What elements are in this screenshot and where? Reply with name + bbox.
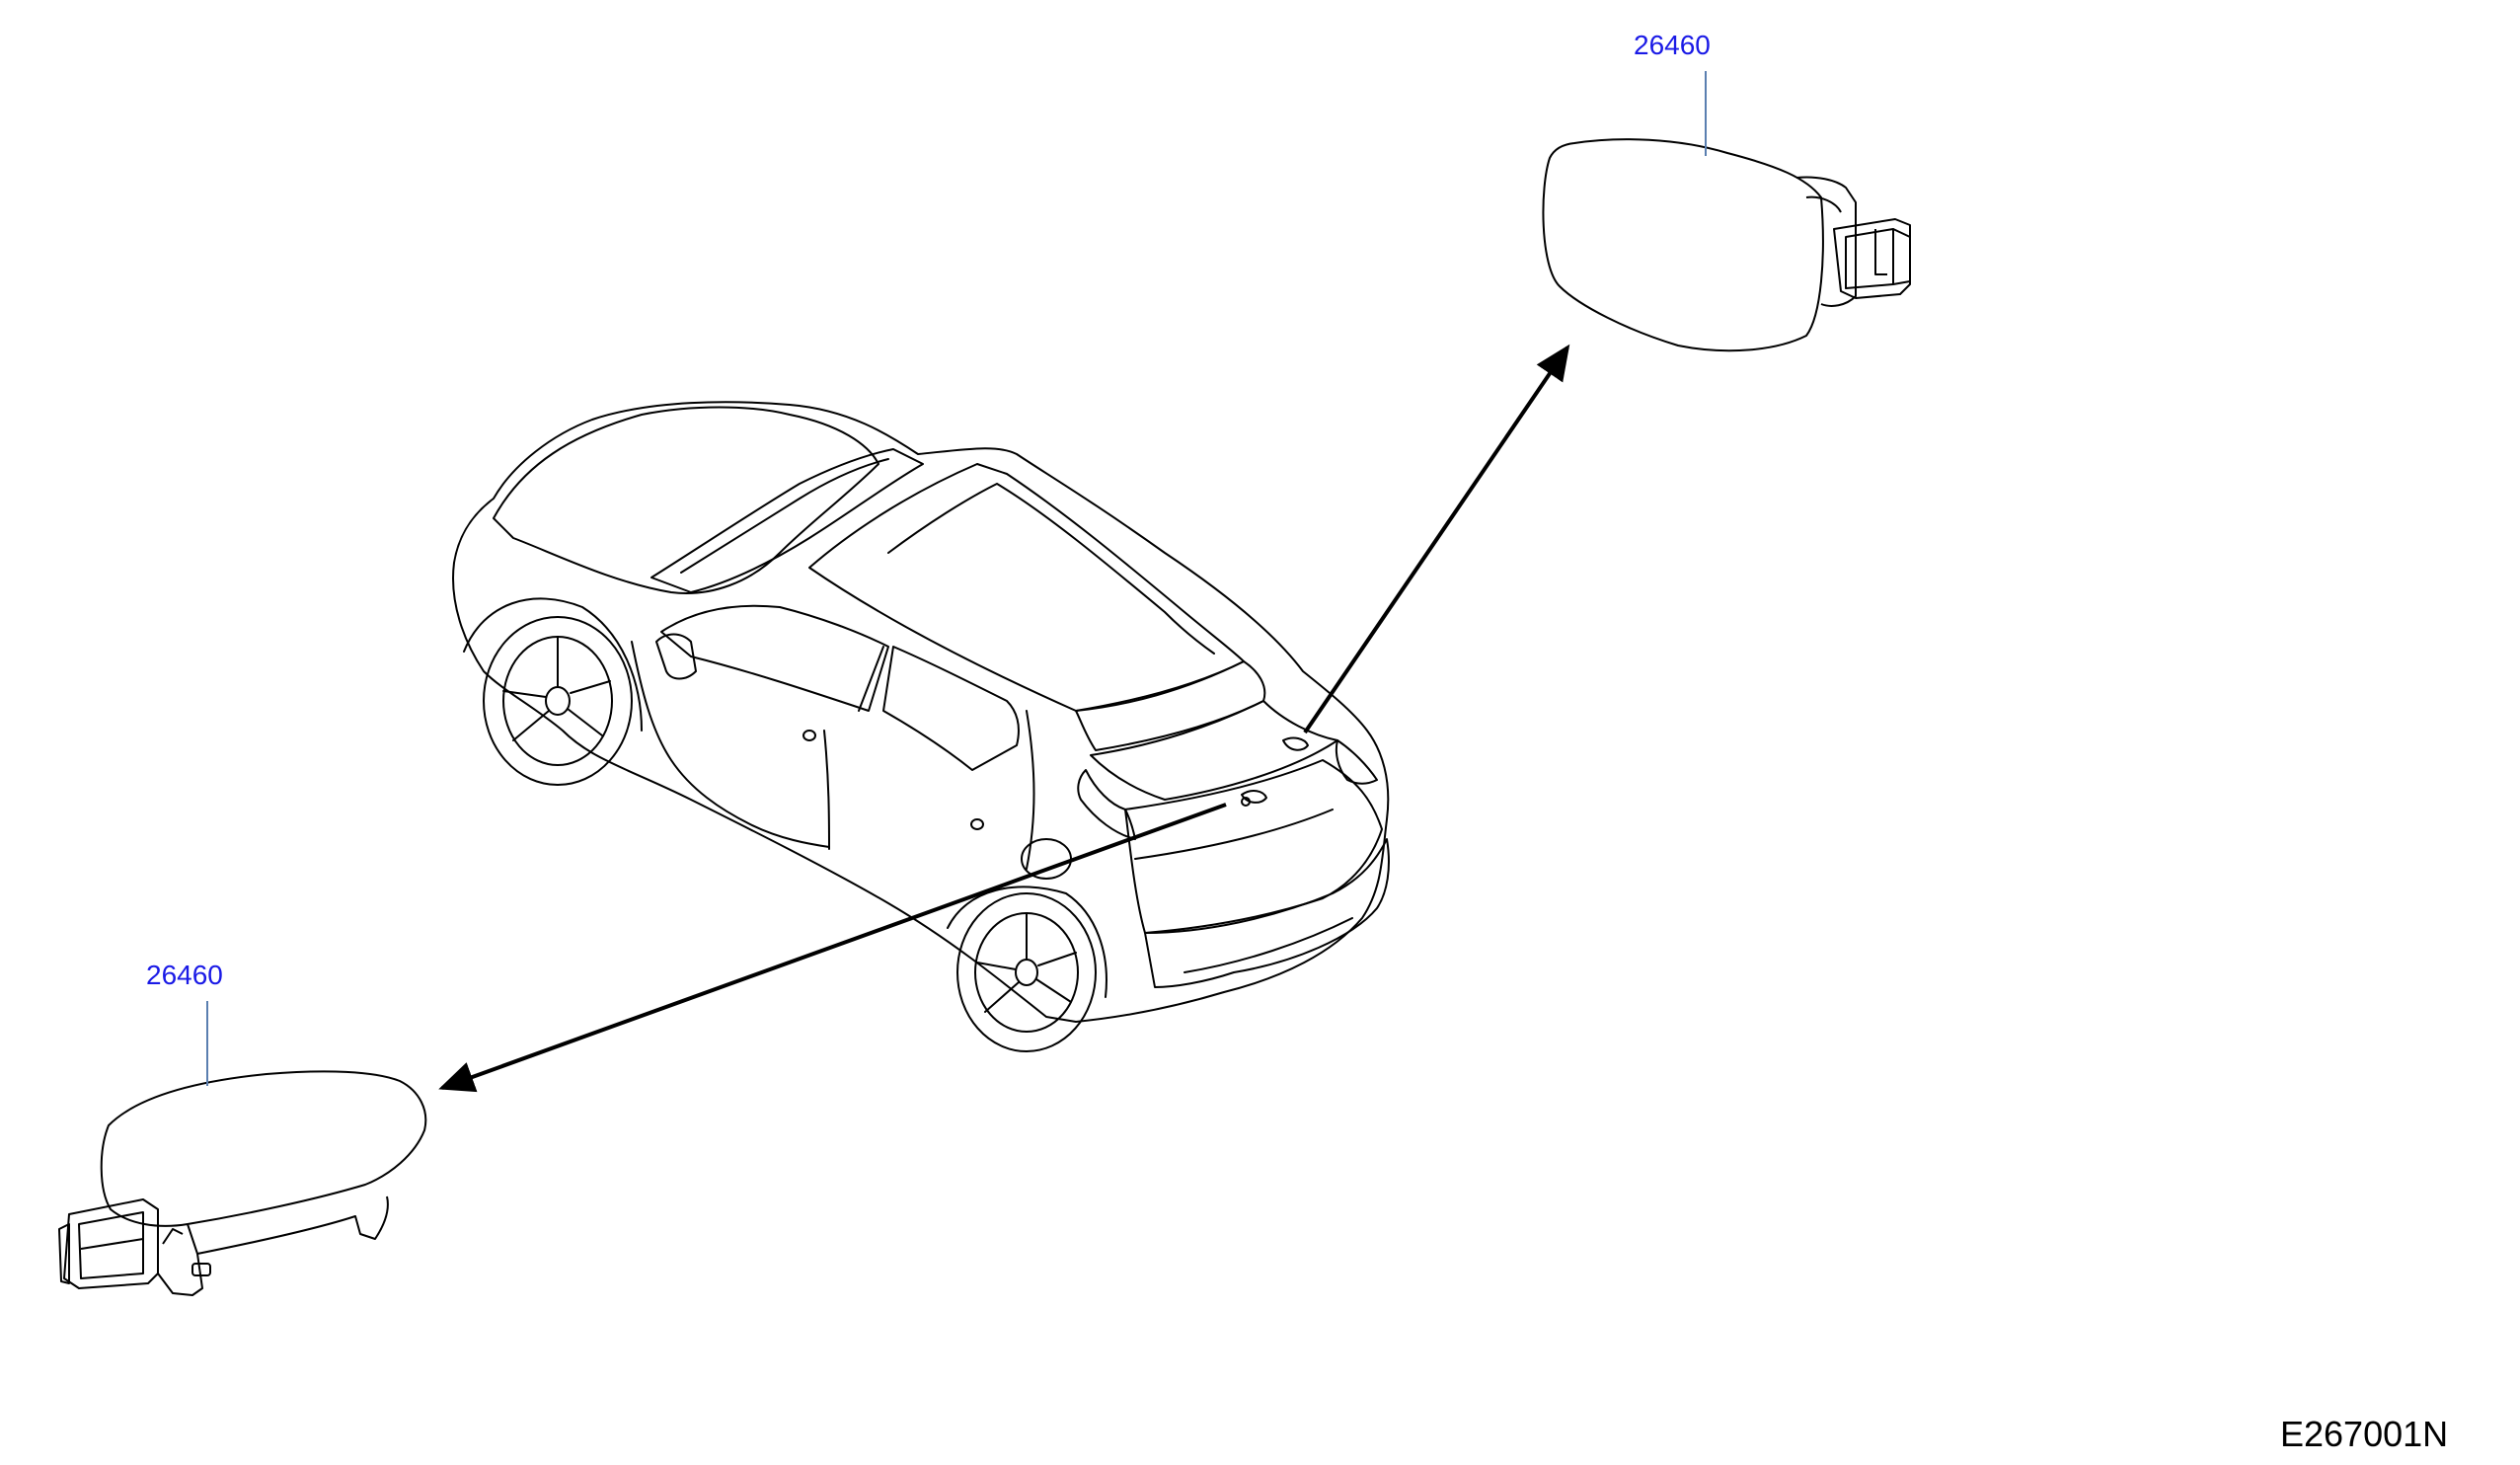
lamp-part-left (58, 1070, 427, 1296)
part-number-callout-left: 26460 (146, 960, 223, 990)
part-number-callout-top: 26460 (1634, 30, 1711, 60)
vehicle-illustration (452, 401, 1390, 1052)
leader-arrows (438, 344, 1570, 1093)
arrow-to-left-part (438, 803, 1227, 1093)
diagram-reference-id: E267001N (2280, 1414, 2449, 1454)
arrow-to-top-part (1303, 344, 1570, 734)
lamp-part-top (1542, 138, 1911, 352)
